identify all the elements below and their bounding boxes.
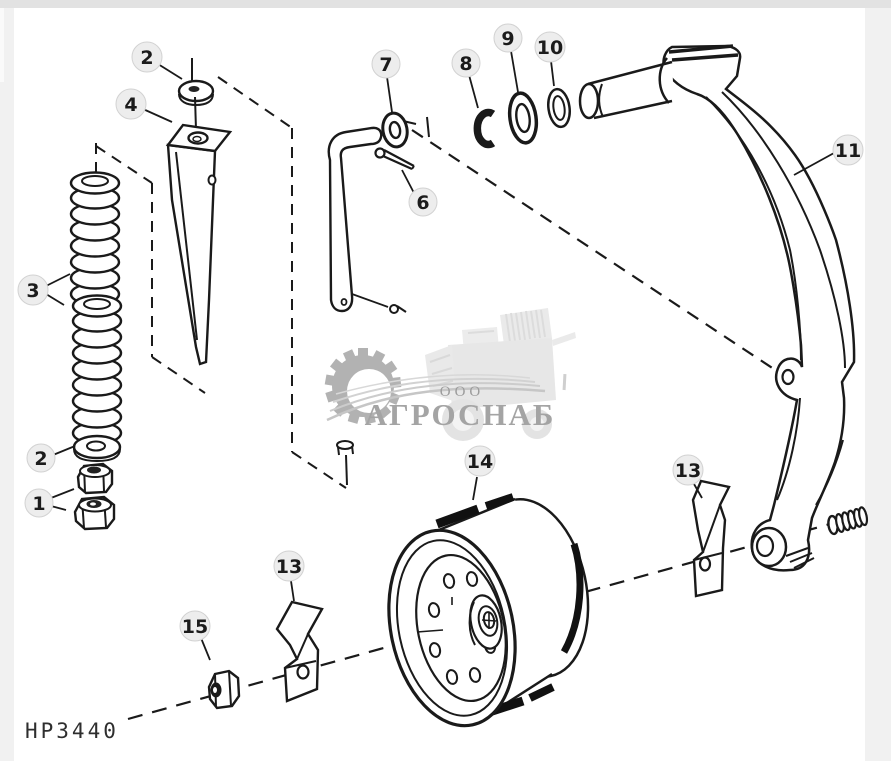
z-bracket-part13-left [275,600,324,703]
callout-13-left: 13 [273,550,305,582]
svg-text:9: 9 [501,28,514,50]
callout-14: 14 [464,445,496,477]
callout-13-right: 13 [672,454,704,486]
control-arm-part11 [662,44,856,572]
svg-text:8: 8 [459,53,472,75]
leader-lines [45,50,835,661]
callout-8: 8 [451,48,481,78]
drum-wheel-part14 [387,493,590,728]
mounting-bracket-part4 [165,123,233,366]
svg-text:13: 13 [675,460,701,482]
callout-7: 7 [371,49,401,79]
phantom-screw [336,440,354,486]
svg-text:4: 4 [124,94,137,116]
callout-2-top: 2 [131,41,163,73]
watermark-harvester-icon [425,308,576,441]
svg-text:2: 2 [140,47,153,69]
callout-15: 15 [179,610,211,642]
svg-text:3: 3 [26,280,39,302]
pivot-shaft [578,57,674,120]
callouts: 2 4 3 2 1 7 8 9 [17,23,864,642]
callout-6: 6 [408,187,438,217]
svg-text:6: 6 [416,192,429,214]
threaded-stud [827,506,869,536]
cotter-pin-part6 [374,147,415,171]
svg-text:11: 11 [835,140,861,162]
watermark-swoosh [326,374,546,422]
callout-3: 3 [17,274,49,306]
wheel-hub [468,594,503,650]
callout-4: 4 [115,88,147,120]
washer-part7 [381,111,409,149]
coil-spring-upper-part3 [69,171,121,306]
callout-11: 11 [832,134,864,166]
left-notch [0,8,4,82]
svg-text:14: 14 [467,451,493,473]
top-bar [0,0,891,8]
bent-rod-lever [327,126,383,313]
svg-text:1: 1 [32,493,45,515]
callout-9: 9 [493,23,523,53]
coil-spring-lower-part3 [71,294,123,445]
svg-text:13: 13 [276,556,302,578]
arm-boss-hole [781,368,795,386]
watermark-org-form: ООО [440,384,485,400]
watermark-company-name: АГРОСНАБ [365,397,556,432]
svg-text:15: 15 [182,616,208,638]
callout-10: 10 [534,31,566,63]
svg-text:10: 10 [537,37,563,59]
hex-nuts-part1 [73,462,116,531]
z-bracket-part13-right [691,479,731,598]
svg-text:2: 2 [34,448,47,470]
washer-part2-lower [72,434,122,463]
oring-part10 [547,87,571,129]
arm-lower-hub [750,526,815,569]
pin-assembly-axis-line [411,129,787,378]
watermark: ООО АГРОСНАБ [324,308,576,441]
drawing-code-label: HP3440 [25,719,119,743]
hex-nut-part15 [207,669,241,710]
cotter-pin-phantom [351,293,407,314]
callout-2-bottom: 2 [26,443,56,473]
callout-1: 1 [24,488,54,518]
snap-ring-part8 [473,108,496,149]
washer-part9 [507,91,539,145]
washer-part2-upper [177,58,215,131]
svg-text:7: 7 [379,54,392,76]
